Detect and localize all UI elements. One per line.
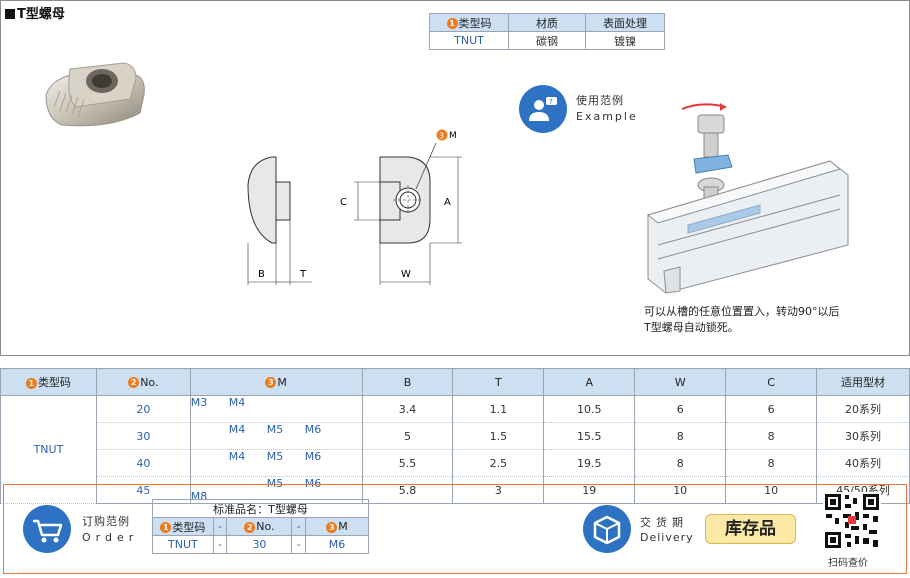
order-value-type: TNUT [152, 535, 214, 554]
t-cell: 3 [452, 476, 545, 504]
spec-header-surface: 表面处理 [585, 13, 665, 32]
qr-code-icon[interactable] [823, 492, 881, 550]
spec-header-material: 材质 [508, 13, 586, 32]
page-title-text: T型螺母 [17, 7, 65, 22]
a-cell: 19.5 [543, 449, 636, 477]
t-cell: 1.5 [452, 422, 545, 450]
num-1-icon: 1 [446, 18, 458, 29]
c-cell: 6 [725, 395, 818, 423]
num-3-icon: 3 [326, 521, 338, 533]
type-code-cell: TNUT [0, 395, 97, 504]
c-cell: 8 [725, 449, 818, 477]
profile-cell: 20系列 [816, 395, 910, 423]
dim-a-label: A [444, 197, 451, 208]
dim-w-label: W [401, 269, 411, 280]
a-cell: 19 [543, 476, 636, 504]
num-1-icon: 1 [160, 522, 172, 533]
dim-m-num: 3 [439, 132, 444, 141]
svg-text:?: ? [549, 98, 553, 106]
b-cell: 3.4 [361, 395, 454, 423]
t-cell: 1.1 [452, 395, 545, 423]
dim-m-label: M [449, 131, 457, 141]
caption-line-1: 可以从槽的任意位置置入，转动90°以后 [644, 305, 840, 318]
col-c: C [725, 368, 818, 396]
order-value-no: 30 [226, 535, 293, 554]
a-cell: 15.5 [543, 422, 636, 450]
col-w: W [634, 368, 727, 396]
order-value-m: M6 [305, 535, 369, 554]
profile-cell: 40系列 [816, 449, 910, 477]
spec-material: 碳钢 [508, 31, 586, 50]
order-dash: - [212, 535, 228, 554]
num-2-icon: 2 [128, 377, 140, 388]
w-cell: 8 [634, 422, 727, 450]
w-cell: 8 [634, 449, 727, 477]
spec-surface: 镀镍 [585, 31, 665, 50]
b-cell: 5.5 [361, 449, 454, 477]
order-label-cn: 订购范例 [82, 515, 130, 528]
in-stock-button[interactable]: 库存品 [705, 514, 796, 544]
delivery-label-cn: 交货期 [640, 516, 688, 529]
caption-line-2: T型螺母自动锁死。 [644, 321, 739, 334]
t-nut-photo [45, 62, 145, 127]
order-table-title: 标准品名：T型螺母 [152, 499, 369, 518]
num-2-icon: 2 [244, 521, 256, 533]
dim-t-label: T [299, 269, 307, 280]
no-cell: 30 [95, 422, 191, 450]
w-cell: 6 [634, 395, 727, 423]
spec-type-code: TNUT [429, 31, 509, 50]
col-profile: 适用型材 [816, 368, 910, 396]
col-t: T [452, 368, 545, 396]
usage-label-en: Example [576, 110, 638, 123]
w-cell: 10 [634, 476, 727, 504]
num-3-icon: 3 [265, 377, 277, 388]
no-cell: 40 [95, 449, 191, 477]
order-dash: - [291, 517, 307, 536]
col-b: B [361, 368, 454, 396]
qr-label: 扫码查价 [828, 558, 868, 569]
num-1-icon: 1 [25, 377, 37, 389]
page-title: T型螺母 [5, 3, 65, 22]
delivery-box-icon [583, 505, 631, 553]
order-dash: - [212, 517, 228, 536]
order-panel [3, 484, 907, 574]
b-cell: 5.8 [361, 476, 454, 504]
col-a: A [543, 368, 636, 396]
technical-drawing: B T 3 M C A W [247, 129, 462, 285]
t-cell: 2.5 [452, 449, 545, 477]
order-dash: - [291, 535, 307, 554]
usage-label-cn: 使用范例 [576, 94, 624, 107]
cart-icon [23, 505, 71, 553]
order-label-en: Order [82, 531, 139, 544]
profile-cell: 30系列 [816, 422, 910, 450]
dim-b-label: B [258, 269, 265, 280]
usage-illustration [646, 103, 849, 294]
c-cell: 8 [725, 422, 818, 450]
a-cell: 10.5 [543, 395, 636, 423]
user-example-icon: ? [519, 85, 567, 133]
usage-caption: 可以从槽的任意位置置入，转动90°以后 T型螺母自动锁死。 [644, 304, 840, 336]
delivery-label-en: Delivery [640, 531, 694, 544]
no-cell: 20 [95, 395, 191, 423]
dim-c-label: C [340, 197, 347, 208]
b-cell: 5 [361, 422, 454, 450]
